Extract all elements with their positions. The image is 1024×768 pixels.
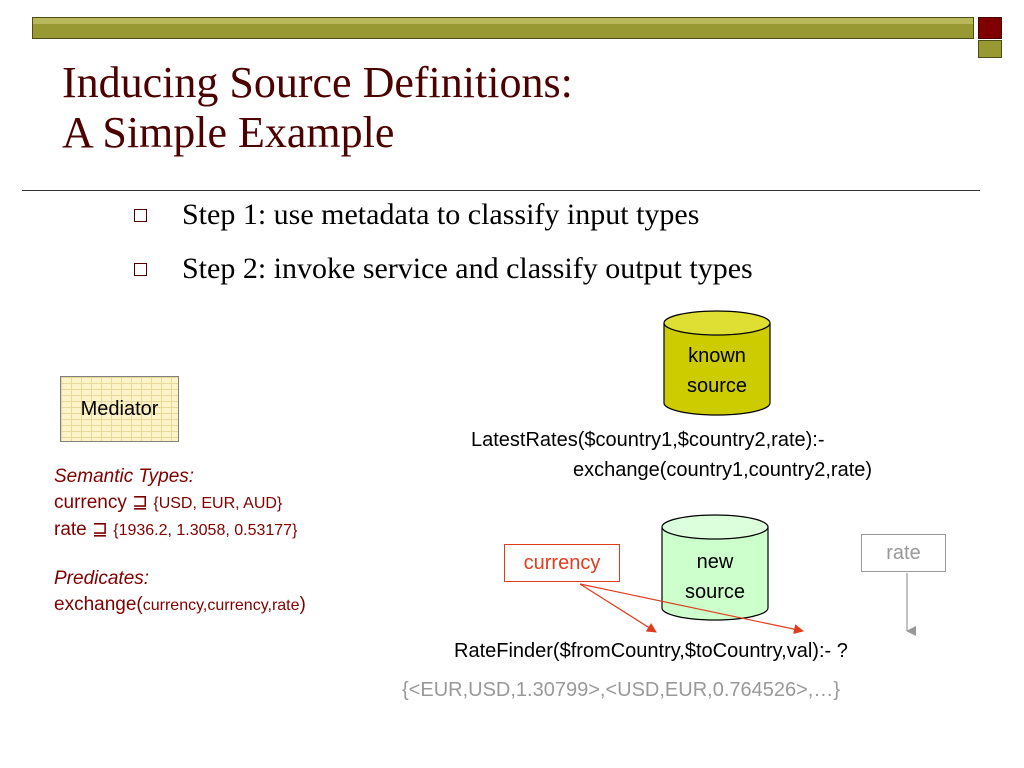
known-source-cylinder-icon	[663, 310, 771, 416]
rate-type-box: rate	[861, 534, 946, 572]
header-decoration-bar	[32, 17, 974, 39]
hollow-square-bullet-icon	[134, 209, 147, 222]
bullet-text: Step 1: use metadata to classify input t…	[182, 198, 700, 231]
bullet-item: Step 1: use metadata to classify input t…	[130, 198, 753, 252]
latest-rates-definition: LatestRates($country1,$country2,rate):- …	[471, 425, 872, 485]
predicate-args: currency,currency,rate	[142, 597, 300, 614]
superset-symbol: ⊒	[132, 492, 149, 513]
mediator-box: Mediator	[60, 376, 179, 442]
latest-rates-body: exchange(country1,country2,rate)	[573, 459, 873, 481]
predicate-name: exchange(	[54, 594, 143, 615]
slide-title-line1: Inducing Source Definitions:	[62, 58, 573, 107]
new-source-cylinder-icon	[661, 514, 769, 621]
new-source-label: new source	[662, 547, 768, 607]
currency-type-line: currency ⊒ {USD, EUR, AUD}	[54, 490, 297, 517]
predicate-line: exchange(currency,currency,rate)	[54, 592, 306, 619]
slide-title-line2: A Simple Example	[62, 108, 395, 157]
currency-type-name: currency	[54, 492, 127, 513]
latest-rates-head: LatestRates($country1,$country2,rate):-	[471, 429, 825, 451]
semantic-types-heading: Semantic Types:	[54, 466, 195, 487]
header-corner-red-square	[978, 17, 1002, 39]
mediator-label: Mediator	[80, 397, 159, 420]
rate-type-line: rate ⊒ {1936.2, 1.3058, 0.53177}	[54, 517, 297, 544]
title-divider	[22, 190, 980, 191]
rate-finder-definition: RateFinder($fromCountry,$toCountry,val):…	[454, 640, 848, 662]
new-source-label-line2: source	[684, 581, 746, 603]
hollow-square-bullet-icon	[134, 263, 147, 276]
rate-type-box-label: rate	[886, 541, 921, 564]
example-output-values: {<EUR,USD,1.30799>,<USD,EUR,0.764526>,…}	[402, 679, 841, 701]
currency-type-box: currency	[504, 544, 620, 582]
predicates-block: Predicates: exchange(currency,currency,r…	[54, 566, 306, 619]
currency-arrow-from-country	[579, 583, 657, 633]
rate-type-name: rate	[54, 519, 87, 540]
currency-type-values: {USD, EUR, AUD}	[153, 495, 283, 512]
predicates-heading: Predicates:	[54, 568, 150, 589]
rate-type-values: {1936.2, 1.3058, 0.53177}	[113, 522, 298, 539]
slide-title: Inducing Source Definitions: A Simple Ex…	[62, 58, 573, 158]
header-corner-olive-square	[978, 40, 1002, 58]
bullet-list: Step 1: use metadata to classify input t…	[130, 198, 753, 306]
known-source-label: known source	[664, 341, 770, 401]
currency-type-box-label: currency	[523, 551, 601, 574]
bullet-item: Step 2: invoke service and classify outp…	[130, 252, 753, 306]
known-source-label-line1: known	[688, 345, 746, 367]
known-source-label-line2: source	[686, 375, 748, 397]
predicate-close: )	[299, 594, 306, 615]
semantic-types-block: Semantic Types: currency ⊒ {USD, EUR, AU…	[54, 464, 297, 544]
new-source-label-line1: new	[696, 551, 734, 573]
currency-arrow-to-country	[579, 583, 804, 635]
bullet-text: Step 2: invoke service and classify outp…	[182, 252, 753, 285]
superset-symbol: ⊒	[92, 519, 108, 540]
